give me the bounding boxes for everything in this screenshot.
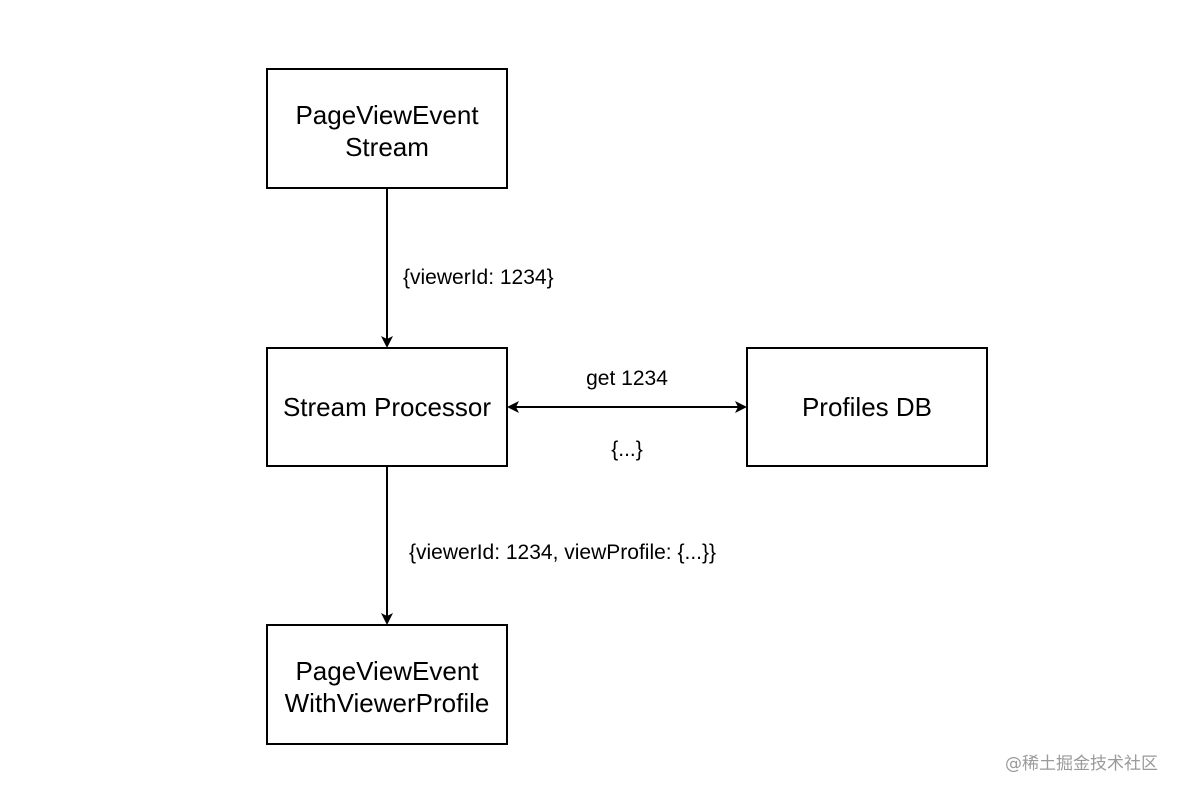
node-profiles-db: Profiles DB <box>746 347 988 467</box>
node-stream-processor: Stream Processor <box>266 347 508 467</box>
node-label-line-1: PageViewEvent <box>295 100 479 130</box>
node-label-line-2: Stream <box>345 132 429 162</box>
edge-stream-to-processor: {viewerId: 1234} <box>381 189 554 348</box>
node-box <box>746 347 988 467</box>
edge-processor-to-output: {viewerId: 1234, viewProfile: {...}} <box>381 467 716 625</box>
node-box <box>266 624 508 745</box>
node-label: Stream Processor <box>283 392 491 422</box>
node-box <box>266 68 508 189</box>
edge-processor-profiles-db: get 1234 {...} <box>507 367 747 461</box>
node-label-line-2: WithViewerProfile <box>285 688 490 718</box>
node-page-view-event-with-viewer-profile: PageViewEvent WithViewerProfile <box>266 624 508 745</box>
node-label: Profiles DB <box>802 392 932 422</box>
edge-label-request: get 1234 <box>586 367 668 390</box>
node-page-view-event-stream: PageViewEvent Stream <box>266 68 508 189</box>
edge-label: {viewerId: 1234} <box>403 266 554 289</box>
watermark: @稀土掘金技术社区 <box>1005 754 1158 774</box>
edge-label: {viewerId: 1234, viewProfile: {...}} <box>409 541 716 564</box>
node-box <box>266 347 508 467</box>
edge-label-response: {...} <box>611 438 643 461</box>
node-label-line-1: PageViewEvent <box>295 656 479 686</box>
